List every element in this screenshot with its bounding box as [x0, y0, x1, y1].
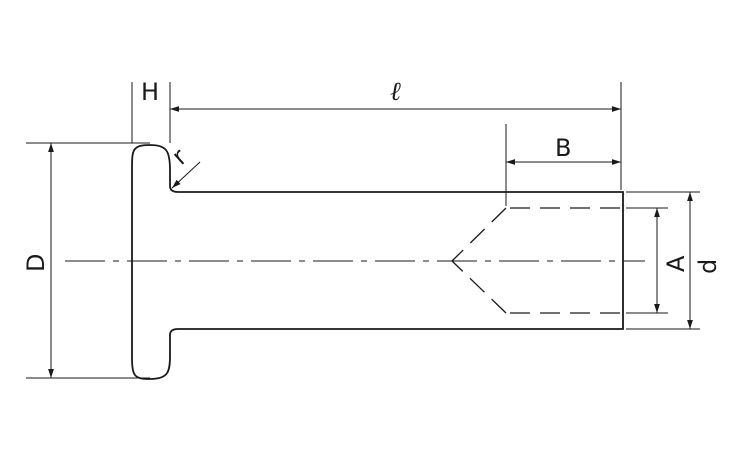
label-A: A [662, 255, 690, 272]
label-length: ℓ [390, 77, 401, 107]
rivet-outline [131, 144, 624, 380]
bore-hidden-lines [451, 207, 620, 314]
rivet-head [131, 144, 624, 380]
leader-r [171, 161, 201, 189]
label-H: H [141, 78, 159, 106]
dimension-lines [48, 106, 693, 378]
extension-lines [26, 82, 700, 379]
label-D: D [22, 254, 50, 272]
label-B: B [555, 134, 571, 162]
label-d: d [694, 259, 722, 274]
